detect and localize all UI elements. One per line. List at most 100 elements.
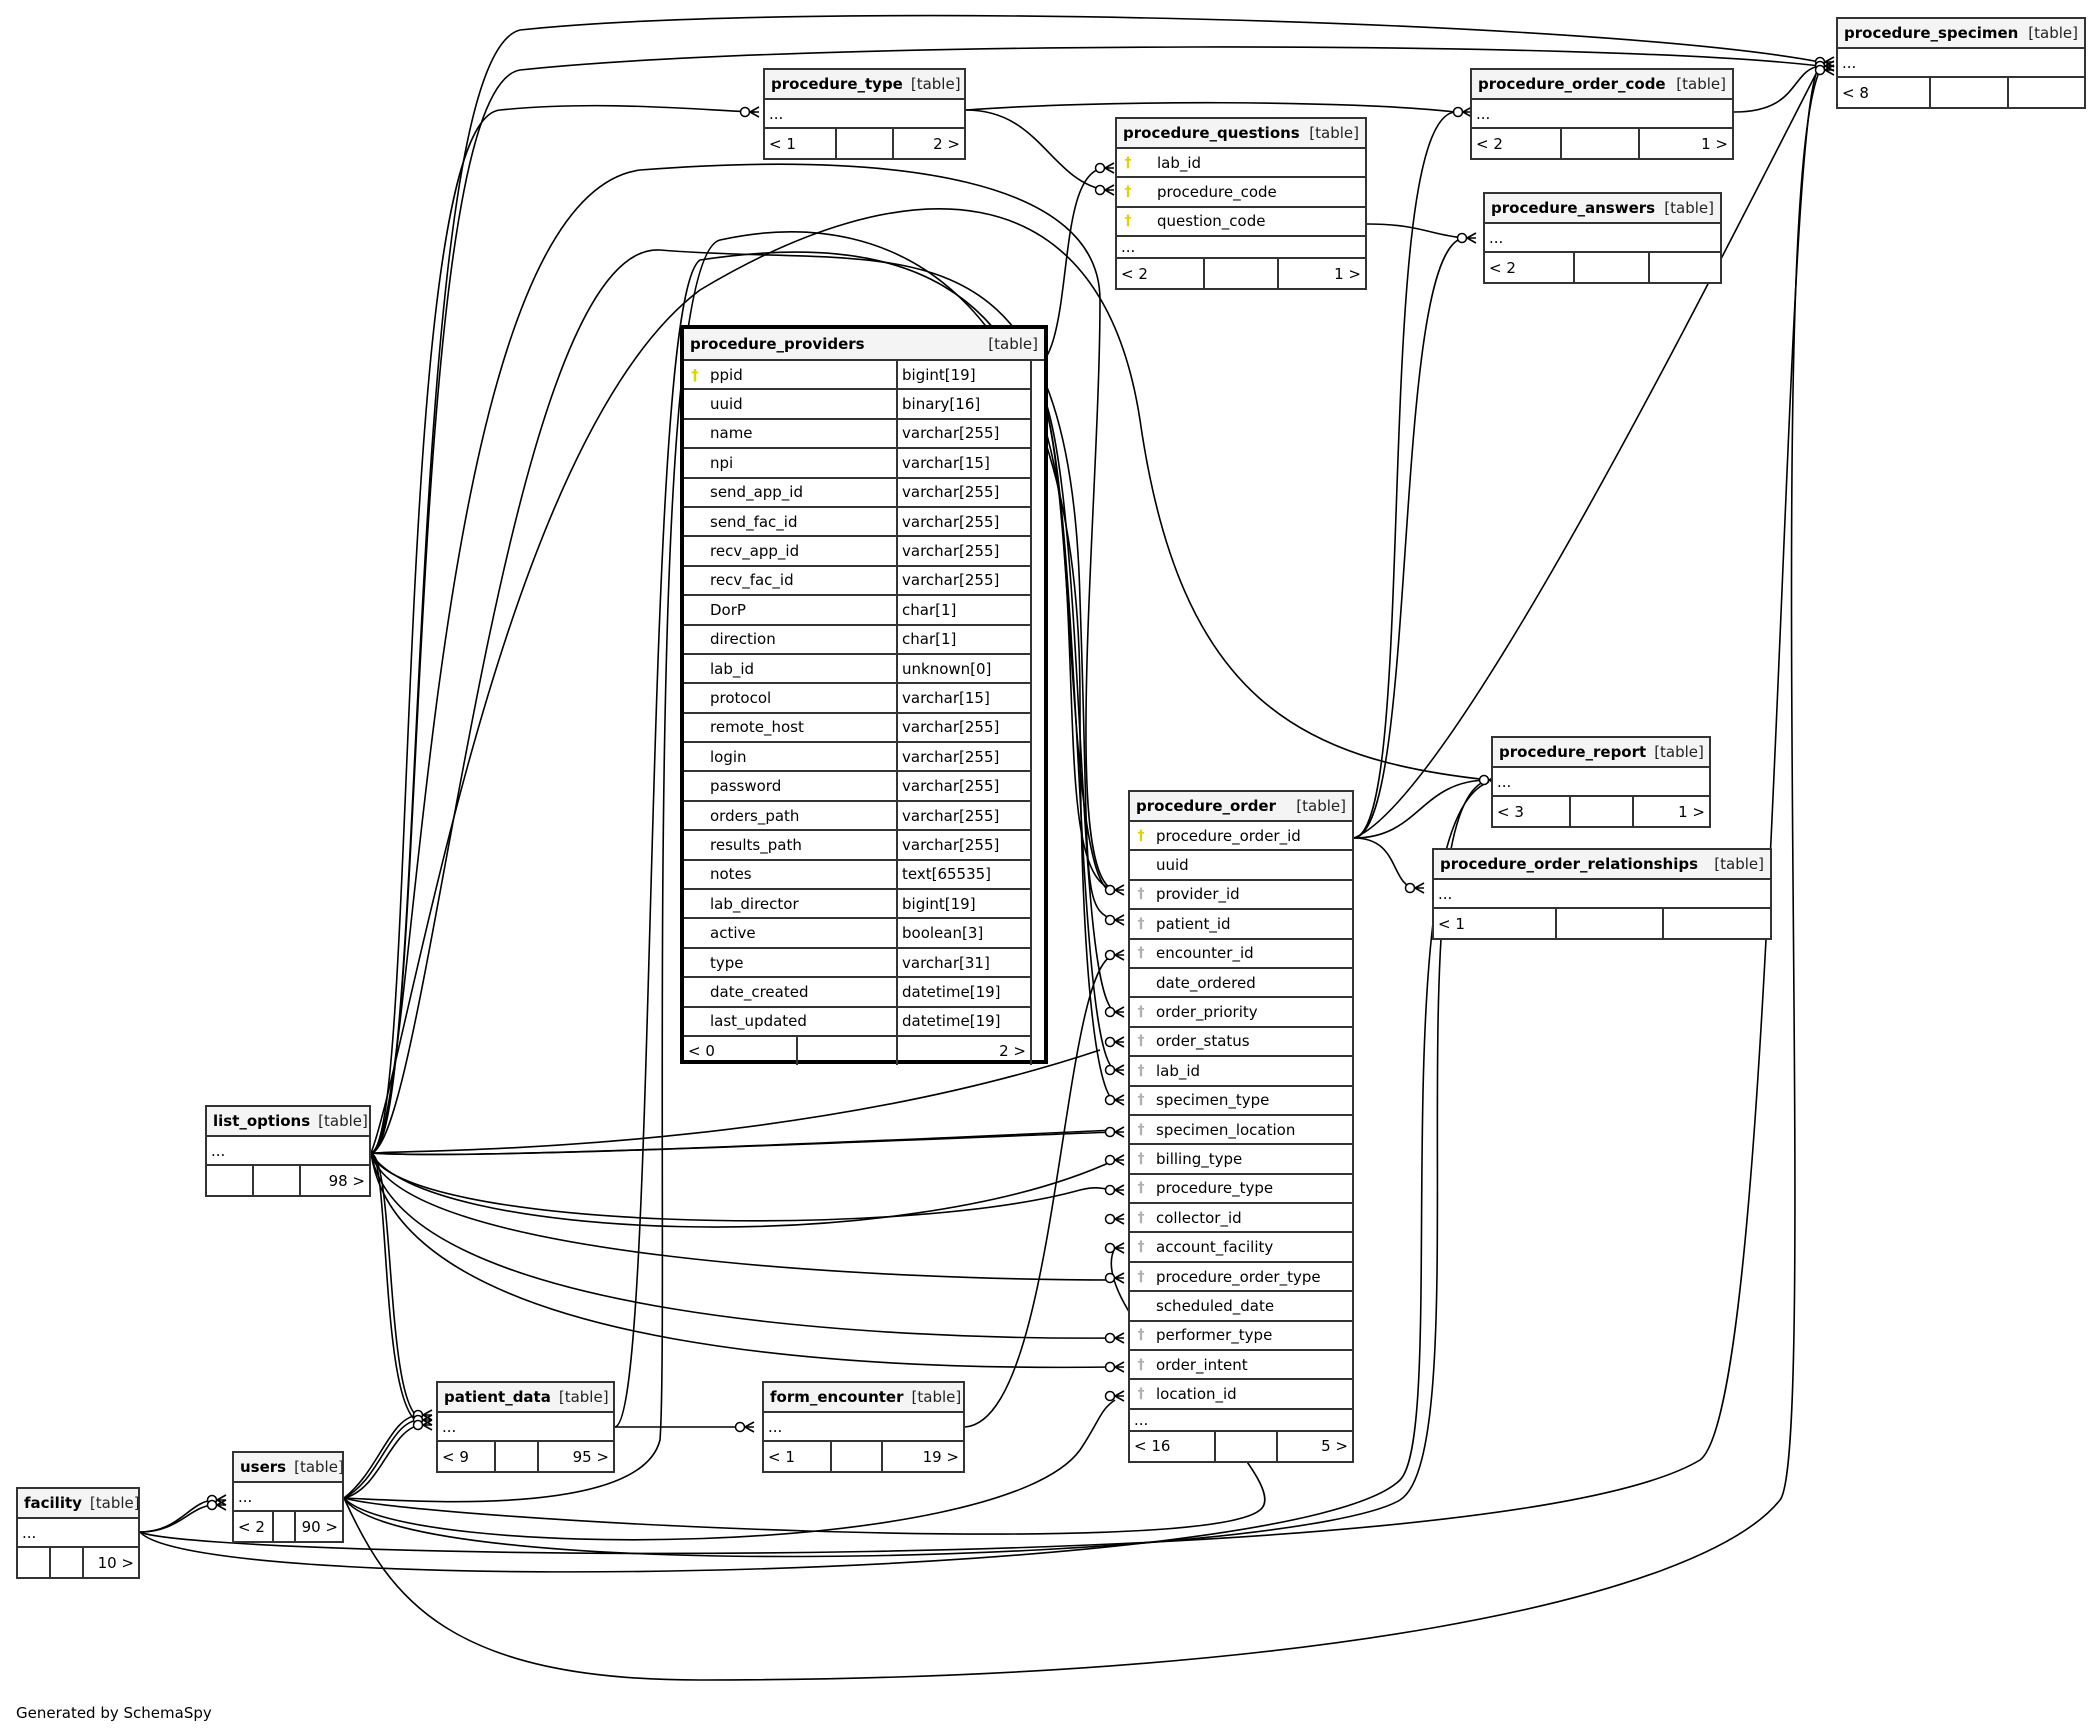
parent-count[interactable]: < 2 [1472,129,1562,159]
table-list-options[interactable]: list_options[table]...98 > [205,1105,371,1198]
column-type: varchar[255] [902,835,1000,854]
column-row[interactable]: date_ordered [1130,969,1352,999]
column-row[interactable]: †order_intent [1130,1351,1352,1381]
parent-count[interactable]: < 2 [1485,253,1575,283]
column-row[interactable]: †procedure_code [1117,178,1365,208]
child-count[interactable]: 1 > [1678,802,1705,821]
foreign-key-icon: † [1137,1062,1145,1079]
parent-count[interactable]: < 3 [1493,797,1571,827]
optional-marker-icon [1104,1213,1116,1225]
crows-foot-icon [1824,64,1835,76]
column-row[interactable]: †procedure_type [1130,1175,1352,1205]
parent-count[interactable]: < 1 [765,129,837,159]
parent-count[interactable]: < 2 [1117,259,1205,289]
column-row[interactable]: †question_code [1117,208,1365,238]
relationship-line [1733,65,1821,113]
table-facility[interactable]: facility[table]...10 > [16,1487,140,1580]
table-kind: [table] [1664,199,1714,217]
column-row[interactable]: uuid [1130,851,1352,881]
column-row[interactable]: †encounter_id [1130,940,1352,969]
column-row[interactable]: †provider_id [1130,881,1352,911]
column-row[interactable]: †billing_type [1130,1145,1352,1175]
foreign-key-icon: † [1137,945,1145,962]
column-row[interactable]: †procedure_order_type [1130,1263,1352,1293]
column-row[interactable]: scheduled_date [1130,1292,1352,1322]
more-columns: ... [207,1137,369,1167]
column-name: password [710,777,782,796]
table-procedure-answers[interactable]: procedure_answers[table]...< 2 [1483,192,1722,285]
child-count[interactable]: 1 > [1334,264,1361,283]
column-row[interactable]: †specimen_type [1130,1087,1352,1116]
column-row[interactable]: †patient_id [1130,910,1352,940]
table-procedure-questions[interactable]: procedure_questions[table]†lab_id†proced… [1115,117,1367,291]
child-count[interactable]: 1 > [1701,134,1728,153]
table-procedure-order-relationships[interactable]: procedure_order_relationships[table]...<… [1432,848,1772,941]
column-row[interactable]: †account_facility [1130,1233,1352,1263]
child-count[interactable]: 98 > [328,1171,365,1190]
parent-count[interactable]: < 8 [1838,78,1931,108]
column-row[interactable]: †location_id [1130,1380,1352,1410]
foreign-key-icon: † [1137,1386,1145,1403]
table-procedure-order[interactable]: procedure_order[table]†procedure_order_i… [1128,790,1354,1463]
child-count[interactable]: 95 > [572,1447,609,1466]
child-count[interactable]: 19 > [922,1447,959,1466]
parent-count[interactable]: < 1 [764,1442,832,1472]
column-row[interactable]: †lab_id [1130,1057,1352,1087]
parent-count[interactable]: < 0 [684,1036,798,1065]
parent-count[interactable]: < 2 [234,1512,274,1542]
column-row[interactable]: †order_priority [1130,998,1352,1028]
child-count[interactable]: 90 > [301,1517,338,1536]
table-procedure-specimen[interactable]: procedure_specimen[table]...< 8 [1836,17,2086,110]
column-row[interactable]: †specimen_location [1130,1116,1352,1146]
child-count[interactable]: 10 > [97,1553,134,1572]
column-row[interactable]: †procedure_order_id [1130,822,1352,852]
column-row[interactable]: †performer_type [1130,1322,1352,1352]
column-row[interactable]: †collector_id [1130,1204,1352,1234]
relationship-line [1353,837,1416,889]
column-row[interactable]: †order_status [1130,1028,1352,1058]
footer-spacer [254,1166,301,1196]
child-count[interactable]: 2 > [999,1041,1026,1060]
parent-count[interactable]: < 1 [1434,909,1557,939]
column-row[interactable]: †lab_id [1117,149,1365,179]
relationship-line [614,251,1116,1428]
parent-count[interactable]: < 9 [438,1442,496,1472]
crows-foot-icon [1114,1154,1125,1166]
parent-count[interactable]: < 16 [1130,1431,1216,1461]
child-count[interactable]: 2 > [933,134,960,153]
child-count[interactable]: 5 > [1321,1437,1348,1456]
table-name: procedure_type [771,75,903,93]
footer-spacer [274,1512,296,1542]
column-name: remote_host [710,718,804,737]
